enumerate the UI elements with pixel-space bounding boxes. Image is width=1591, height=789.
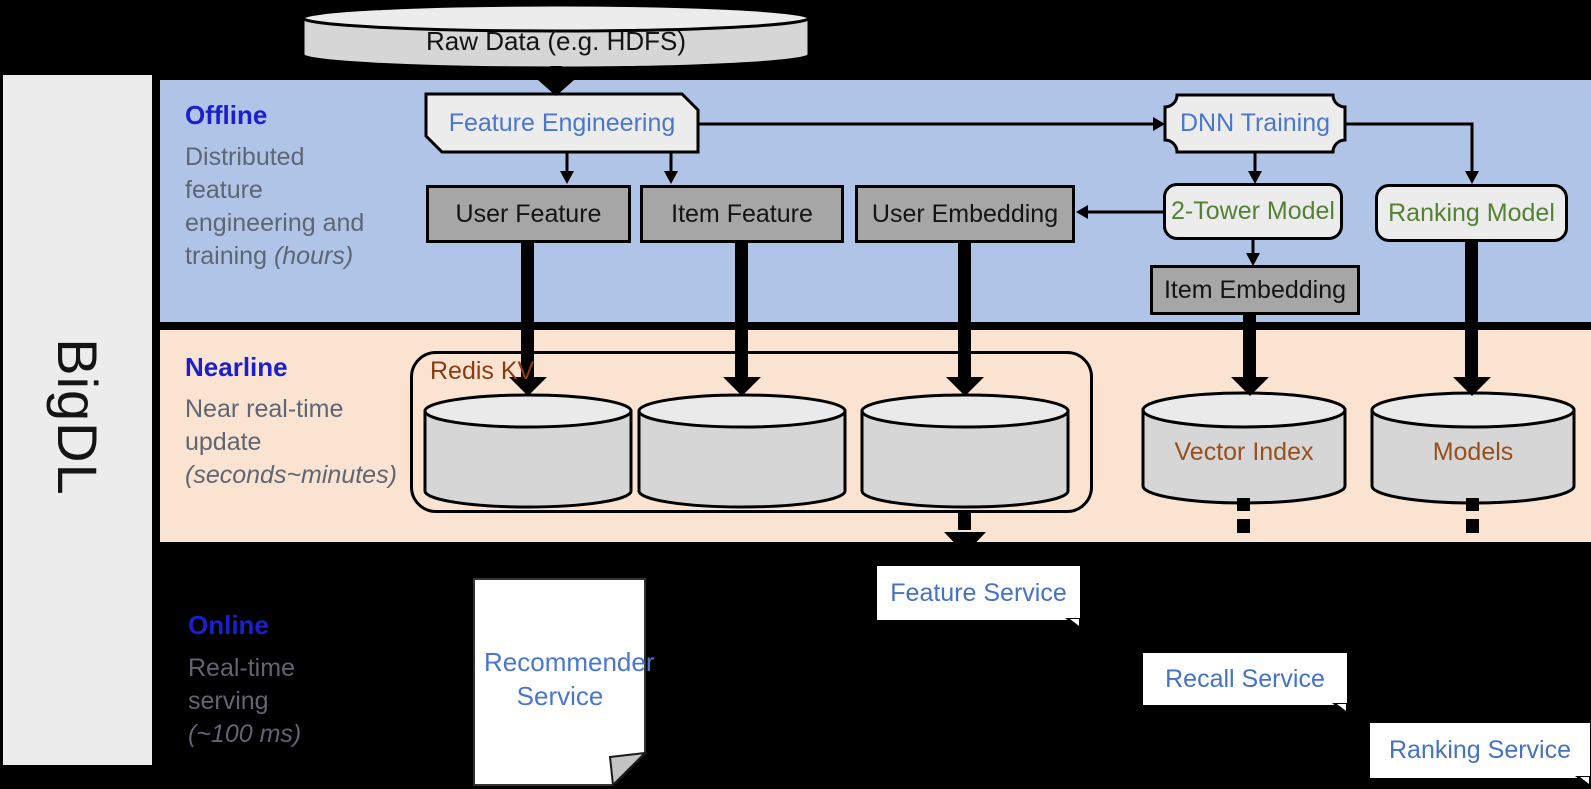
offline-section-title: Offline <box>185 100 268 130</box>
pipe-redis-to-featureservice <box>958 513 971 530</box>
two-tower-model-node: 2-Tower Model <box>1163 183 1343 240</box>
vector-index-label: Vector Index <box>1174 437 1314 466</box>
offline-desc-note: (hours) <box>273 242 354 270</box>
redis-cylinder-1 <box>423 393 633 509</box>
nearline-desc-note: (seconds~minutes) <box>185 461 397 489</box>
online-desc-line: Real-time <box>188 654 295 682</box>
offline-desc-line: feature <box>185 176 263 204</box>
offline-desc-tail: training <box>185 242 274 270</box>
item-embedding-node: Item Embedding <box>1150 265 1360 315</box>
redis-kv-container <box>410 351 1093 513</box>
offline-desc-line: training (hours) <box>185 240 385 273</box>
offline-desc-line: Distributed <box>185 143 305 171</box>
ranking-model-node: Ranking Model <box>1375 184 1568 242</box>
redis-cylinder-3 <box>860 393 1070 509</box>
online-desc-line: serving <box>188 687 269 715</box>
models-label: Models <box>1432 437 1514 466</box>
online-section-description: Real-time serving (~100 ms) <box>188 652 408 751</box>
ranking-service-node: Ranking Service <box>1370 723 1590 788</box>
pipe-itemfeature-to-redis2 <box>735 242 748 378</box>
offline-section-description: Distributed feature engineering and trai… <box>185 141 385 273</box>
online-section-title: Online <box>188 610 269 640</box>
arrow-dnn-to-rankingmodel <box>1345 122 1474 171</box>
redis-kv-label: Redis KV <box>430 357 535 385</box>
recommender-service-label: Recommender Service <box>484 647 655 711</box>
recommender-service-document <box>473 578 648 788</box>
online-desc-note: (~100 ms) <box>188 720 302 748</box>
pipe-rankingmodel-to-models <box>1465 242 1478 378</box>
raw-data-label: Raw Data (e.g. HDFS) <box>425 26 687 56</box>
recall-service-node: Recall Service <box>1143 653 1347 715</box>
redis-cylinder-2 <box>637 393 847 509</box>
nearline-section-title: Nearline <box>185 352 288 382</box>
pipe-itemembedding-to-vectorindex <box>1243 315 1256 378</box>
item-feature-node: Item Feature <box>640 185 844 243</box>
pipe-userfeature-to-redis1 <box>521 242 534 378</box>
user-embedding-node: User Embedding <box>855 185 1075 243</box>
feature-engineering-node: Feature Engineering <box>448 108 676 137</box>
thin-connectors <box>538 66 1479 266</box>
dnn-training-shape <box>1163 93 1347 154</box>
vector-index-cylinder <box>1141 391 1347 505</box>
dashed-link-vectorindex <box>1237 498 1250 511</box>
dashed-link-models <box>1466 498 1479 511</box>
nearline-desc-line: update <box>185 428 262 456</box>
user-feature-node: User Feature <box>426 185 631 243</box>
arrow-rawdata-to-fe <box>550 66 562 81</box>
bigdl-sidebar: BigDL <box>3 75 152 765</box>
offline-desc-line: engineering and <box>185 209 365 237</box>
nearline-section-description: Near real-time update (seconds~minutes) <box>185 393 425 492</box>
dnn-training-node: DNN Training <box>1179 109 1331 137</box>
raw-data-cylinder <box>301 3 811 70</box>
feature-service-node: Feature Service <box>877 566 1080 630</box>
thick-connectors <box>509 242 1491 554</box>
models-cylinder <box>1370 391 1576 505</box>
feature-engineering-shape <box>424 92 700 154</box>
pipe-userembedding-to-redis3 <box>958 242 971 378</box>
nearline-desc-line: Near real-time <box>185 395 344 423</box>
